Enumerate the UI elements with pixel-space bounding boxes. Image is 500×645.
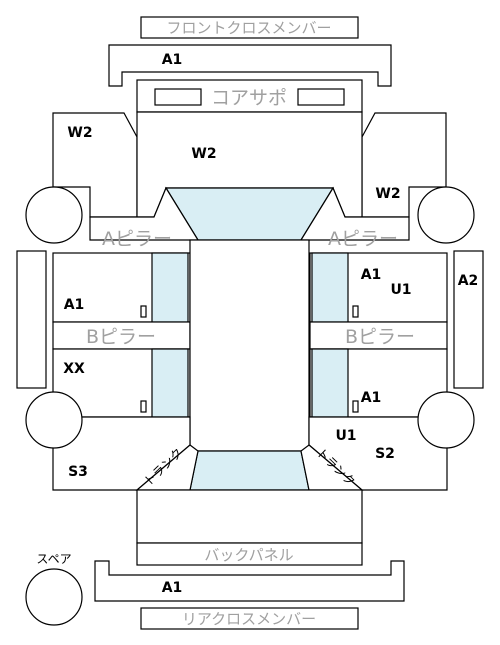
a-pillar-left-label: Aピラー xyxy=(102,228,172,250)
front-cross-member-label: フロントクロスメンバー xyxy=(166,19,331,37)
front-member-code: A1 xyxy=(162,52,183,68)
left-front-handle xyxy=(140,305,147,318)
b-pillar-right-label: Bピラー xyxy=(345,326,415,348)
a-pillar-right[interactable] xyxy=(299,186,410,241)
spare-label: スペア xyxy=(36,552,71,566)
right-front-window[interactable] xyxy=(311,252,349,323)
front-right-wheel[interactable] xyxy=(417,186,475,244)
rear-left-wheel[interactable] xyxy=(25,391,83,449)
front-left-code: W2 xyxy=(67,125,92,141)
back-panel-box[interactable] xyxy=(136,542,363,566)
right-rear-handle xyxy=(352,400,359,413)
right-rocker-panel[interactable] xyxy=(453,250,484,389)
left-rear-window[interactable] xyxy=(151,348,189,418)
rear-window[interactable] xyxy=(189,450,310,491)
right-front-door-sub-code: U1 xyxy=(390,282,411,298)
a-pillar-left[interactable] xyxy=(89,186,200,241)
b-pillar-right[interactable] xyxy=(309,321,448,350)
rear-cross-member-label: リアクロスメンバー xyxy=(182,610,316,628)
rear-cross-member-box[interactable] xyxy=(140,607,359,630)
front-right-code: W2 xyxy=(375,186,400,202)
right-rear-window[interactable] xyxy=(311,348,349,418)
rear-member-code: A1 xyxy=(162,580,183,596)
left-rear-code: S3 xyxy=(68,464,88,480)
right-rocker-code: A2 xyxy=(458,273,479,289)
front-member-bracket[interactable] xyxy=(108,44,392,87)
front-cross-member-box[interactable] xyxy=(140,16,359,39)
left-rear-door-code: XX xyxy=(63,361,85,377)
a-pillar-right-label: Aピラー xyxy=(328,228,398,250)
right-front-door-code: A1 xyxy=(361,267,382,283)
core-support-right-slot xyxy=(297,88,345,106)
roof-panel[interactable] xyxy=(189,239,310,452)
spare-tire[interactable] xyxy=(25,568,83,626)
b-pillar-left-label: Bピラー xyxy=(86,326,156,348)
rear-right-wheel[interactable] xyxy=(417,391,475,449)
back-panel-label: バックパネル xyxy=(204,546,293,564)
right-front-handle xyxy=(352,305,359,318)
left-front-door-code: A1 xyxy=(64,297,85,313)
right-rear-door-code: A1 xyxy=(361,390,382,406)
left-rear-handle xyxy=(140,400,147,413)
hood-code: W2 xyxy=(191,146,216,162)
left-front-window[interactable] xyxy=(151,252,189,323)
trunk-lid[interactable] xyxy=(136,489,363,544)
front-left-wheel[interactable] xyxy=(25,186,83,244)
right-rear-code: S2 xyxy=(375,446,395,462)
right-rear-fender-code: U1 xyxy=(335,428,356,444)
core-support-left-slot xyxy=(154,88,202,106)
rear-member-bracket[interactable] xyxy=(94,560,405,602)
left-rocker-panel[interactable] xyxy=(16,250,47,389)
core-support-label: コアサポ xyxy=(211,87,287,109)
